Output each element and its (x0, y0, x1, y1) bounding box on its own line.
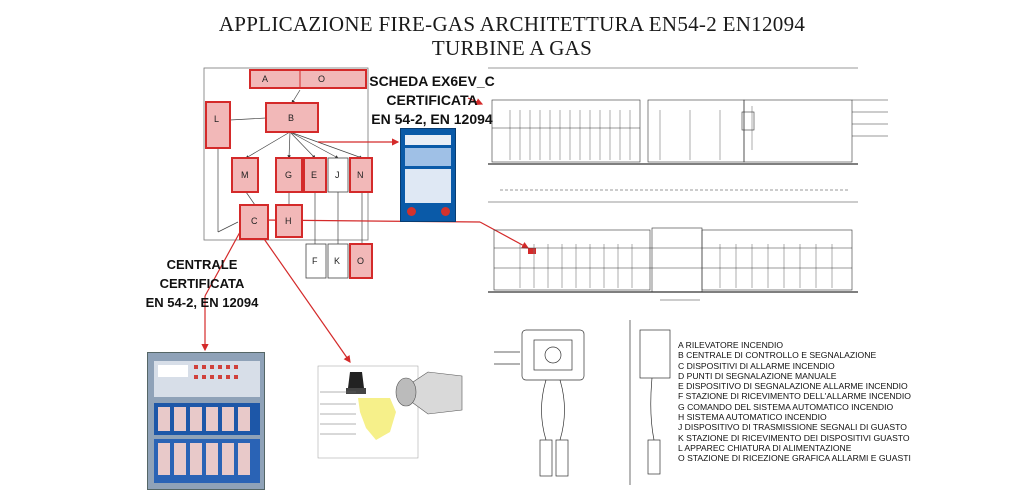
centrale-label: CENTRALE CERTIFICATA EN 54-2, EN 12094 (132, 255, 272, 312)
box-a: A (262, 74, 268, 84)
manual-call-point-drawing (494, 320, 671, 485)
legend-item: G COMANDO DEL SISTEMA AUTOMATICO INCENDI… (678, 401, 894, 412)
box-l (205, 101, 231, 149)
box-a-o-group (249, 69, 367, 89)
box-b (265, 102, 319, 133)
scheda-label-line-1: SCHEDA EX6EV_C (369, 73, 495, 89)
legend-item: D PUNTI DI SEGNALAZIONE MANUALE (678, 370, 837, 381)
siren-beacon-drawing (317, 365, 463, 459)
centrale-label-line-2: CERTIFICATA (159, 276, 245, 291)
box-n-label: N (357, 170, 364, 180)
box-m (231, 157, 259, 193)
box-h-label: H (285, 216, 292, 226)
legend-item: J DISPOSITIVO DI TRASMISSIONE SEGNALI DI… (678, 422, 907, 433)
box-g (275, 157, 303, 193)
box-g-label: G (285, 170, 292, 180)
box-o-bottom-label: O (357, 256, 364, 266)
box-c (239, 204, 269, 240)
legend-item: K STAZIONE DI RICEVIMENTO DEI DISPOSITIV… (678, 432, 910, 443)
legend-item: O STAZIONE DI RICEZIONE GRAFICA ALLARMI … (678, 453, 911, 464)
box-l-label: L (214, 114, 219, 124)
box-j (327, 157, 349, 193)
legend-item: A RILEVATORE INCENDIO (678, 340, 784, 350)
scheda-label: SCHEDA EX6EV_C CERTIFICATA EN 54-2, EN 1… (362, 72, 502, 129)
turbine-drawing-top (488, 67, 888, 254)
legend-item: F STAZIONE DI RICEVIMENTO DELL'ALLARME I… (678, 391, 911, 402)
box-h (275, 204, 303, 238)
architecture-frame (203, 67, 369, 241)
box-k (327, 243, 349, 279)
box-o-bottom (349, 243, 373, 279)
box-e-label: E (311, 170, 317, 180)
scheda-label-line-3: EN 54-2, EN 12094 (371, 111, 493, 127)
legend: A RILEVATORE INCENDIO B CENTRALE DI CONT… (678, 340, 1018, 464)
box-m-label: M (241, 170, 249, 180)
legend-item: L APPAREC CHIATURA DI ALIMENTAZIONE (678, 442, 852, 453)
box-j-label: J (335, 170, 340, 180)
ex6ev-c-card-image (400, 128, 456, 222)
legend-item: B CENTRALE DI CONTROLLO E SEGNALAZIONE (678, 350, 877, 361)
scheda-label-line-2: CERTIFICATA (386, 92, 478, 108)
centrale-label-line-1: CENTRALE (166, 257, 238, 272)
box-o-top: O (318, 74, 325, 84)
box-f-label: F (312, 256, 318, 266)
box-f (305, 243, 327, 279)
legend-item: H SISTEMA AUTOMATICO INCENDIO (678, 412, 827, 423)
title-line-1: APPLICAZIONE FIRE-GAS ARCHITETTURA EN54-… (218, 12, 806, 36)
centrale-label-line-3: EN 54-2, EN 12094 (145, 295, 259, 310)
title-line-2: TURBINE A GAS (431, 36, 593, 60)
control-panel-photo (147, 352, 265, 490)
box-c-label: C (251, 216, 258, 226)
legend-item: C DISPOSITIVI DI ALLARME INCENDIO (678, 360, 835, 371)
box-b-label: B (288, 113, 294, 123)
legend-item: E DISPOSITIVO DI SEGNALAZIONE ALLARME IN… (678, 381, 908, 392)
box-n (349, 157, 373, 193)
box-e (303, 157, 327, 193)
turbine-drawing-bottom (488, 201, 858, 301)
control-panel-illustration (154, 361, 260, 483)
box-k-label: K (334, 256, 340, 266)
